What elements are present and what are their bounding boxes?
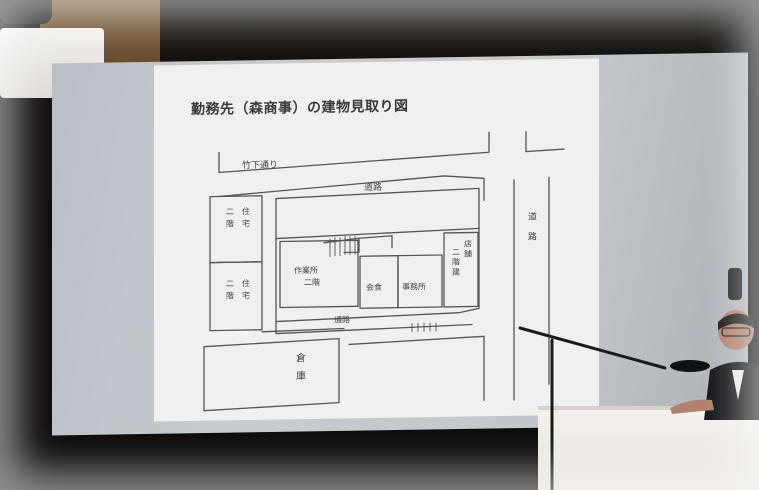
microphone-icon (670, 360, 710, 372)
office-label: 事務所 (402, 281, 426, 291)
podium-edge (538, 406, 759, 412)
meeting-label: 会食 (366, 282, 382, 292)
factory-room (279, 239, 359, 309)
passage-label: 通路 (334, 314, 350, 324)
right-road-top (525, 131, 565, 153)
warehouse (203, 337, 340, 412)
camera-object (0, 0, 52, 24)
top-road-label: 竹下通り (242, 159, 278, 172)
road-edge (218, 175, 485, 201)
stairs (329, 235, 356, 258)
top-road-line (218, 131, 490, 174)
factory-label: 作業所 (294, 265, 318, 275)
road-h-label: 道路 (364, 181, 382, 193)
floor-plan-sketch: 竹下通り 道路 道路 二階 住宅 二階 住宅 作業所 二階 会食 事務所 (203, 131, 565, 412)
svg-text:二階: 二階 (304, 277, 320, 287)
projected-slide: 勤務先（森商事）の建物見取り図 (154, 58, 599, 422)
main-outline (275, 187, 480, 323)
mic-right-icon (728, 268, 742, 300)
shop-room (443, 231, 479, 308)
left-bottom-label: 二階 住宅 (226, 278, 250, 300)
office-room (397, 254, 443, 309)
road-v-label: 道路 (528, 210, 537, 242)
left-bottom-building (209, 261, 263, 332)
warehouse-label: 倉庫 (296, 351, 306, 382)
shop-label: 店舗 二階建 (452, 238, 475, 276)
speaker-person (670, 310, 759, 420)
left-top-label: 二階 住宅 (226, 206, 250, 228)
podium (538, 410, 759, 490)
